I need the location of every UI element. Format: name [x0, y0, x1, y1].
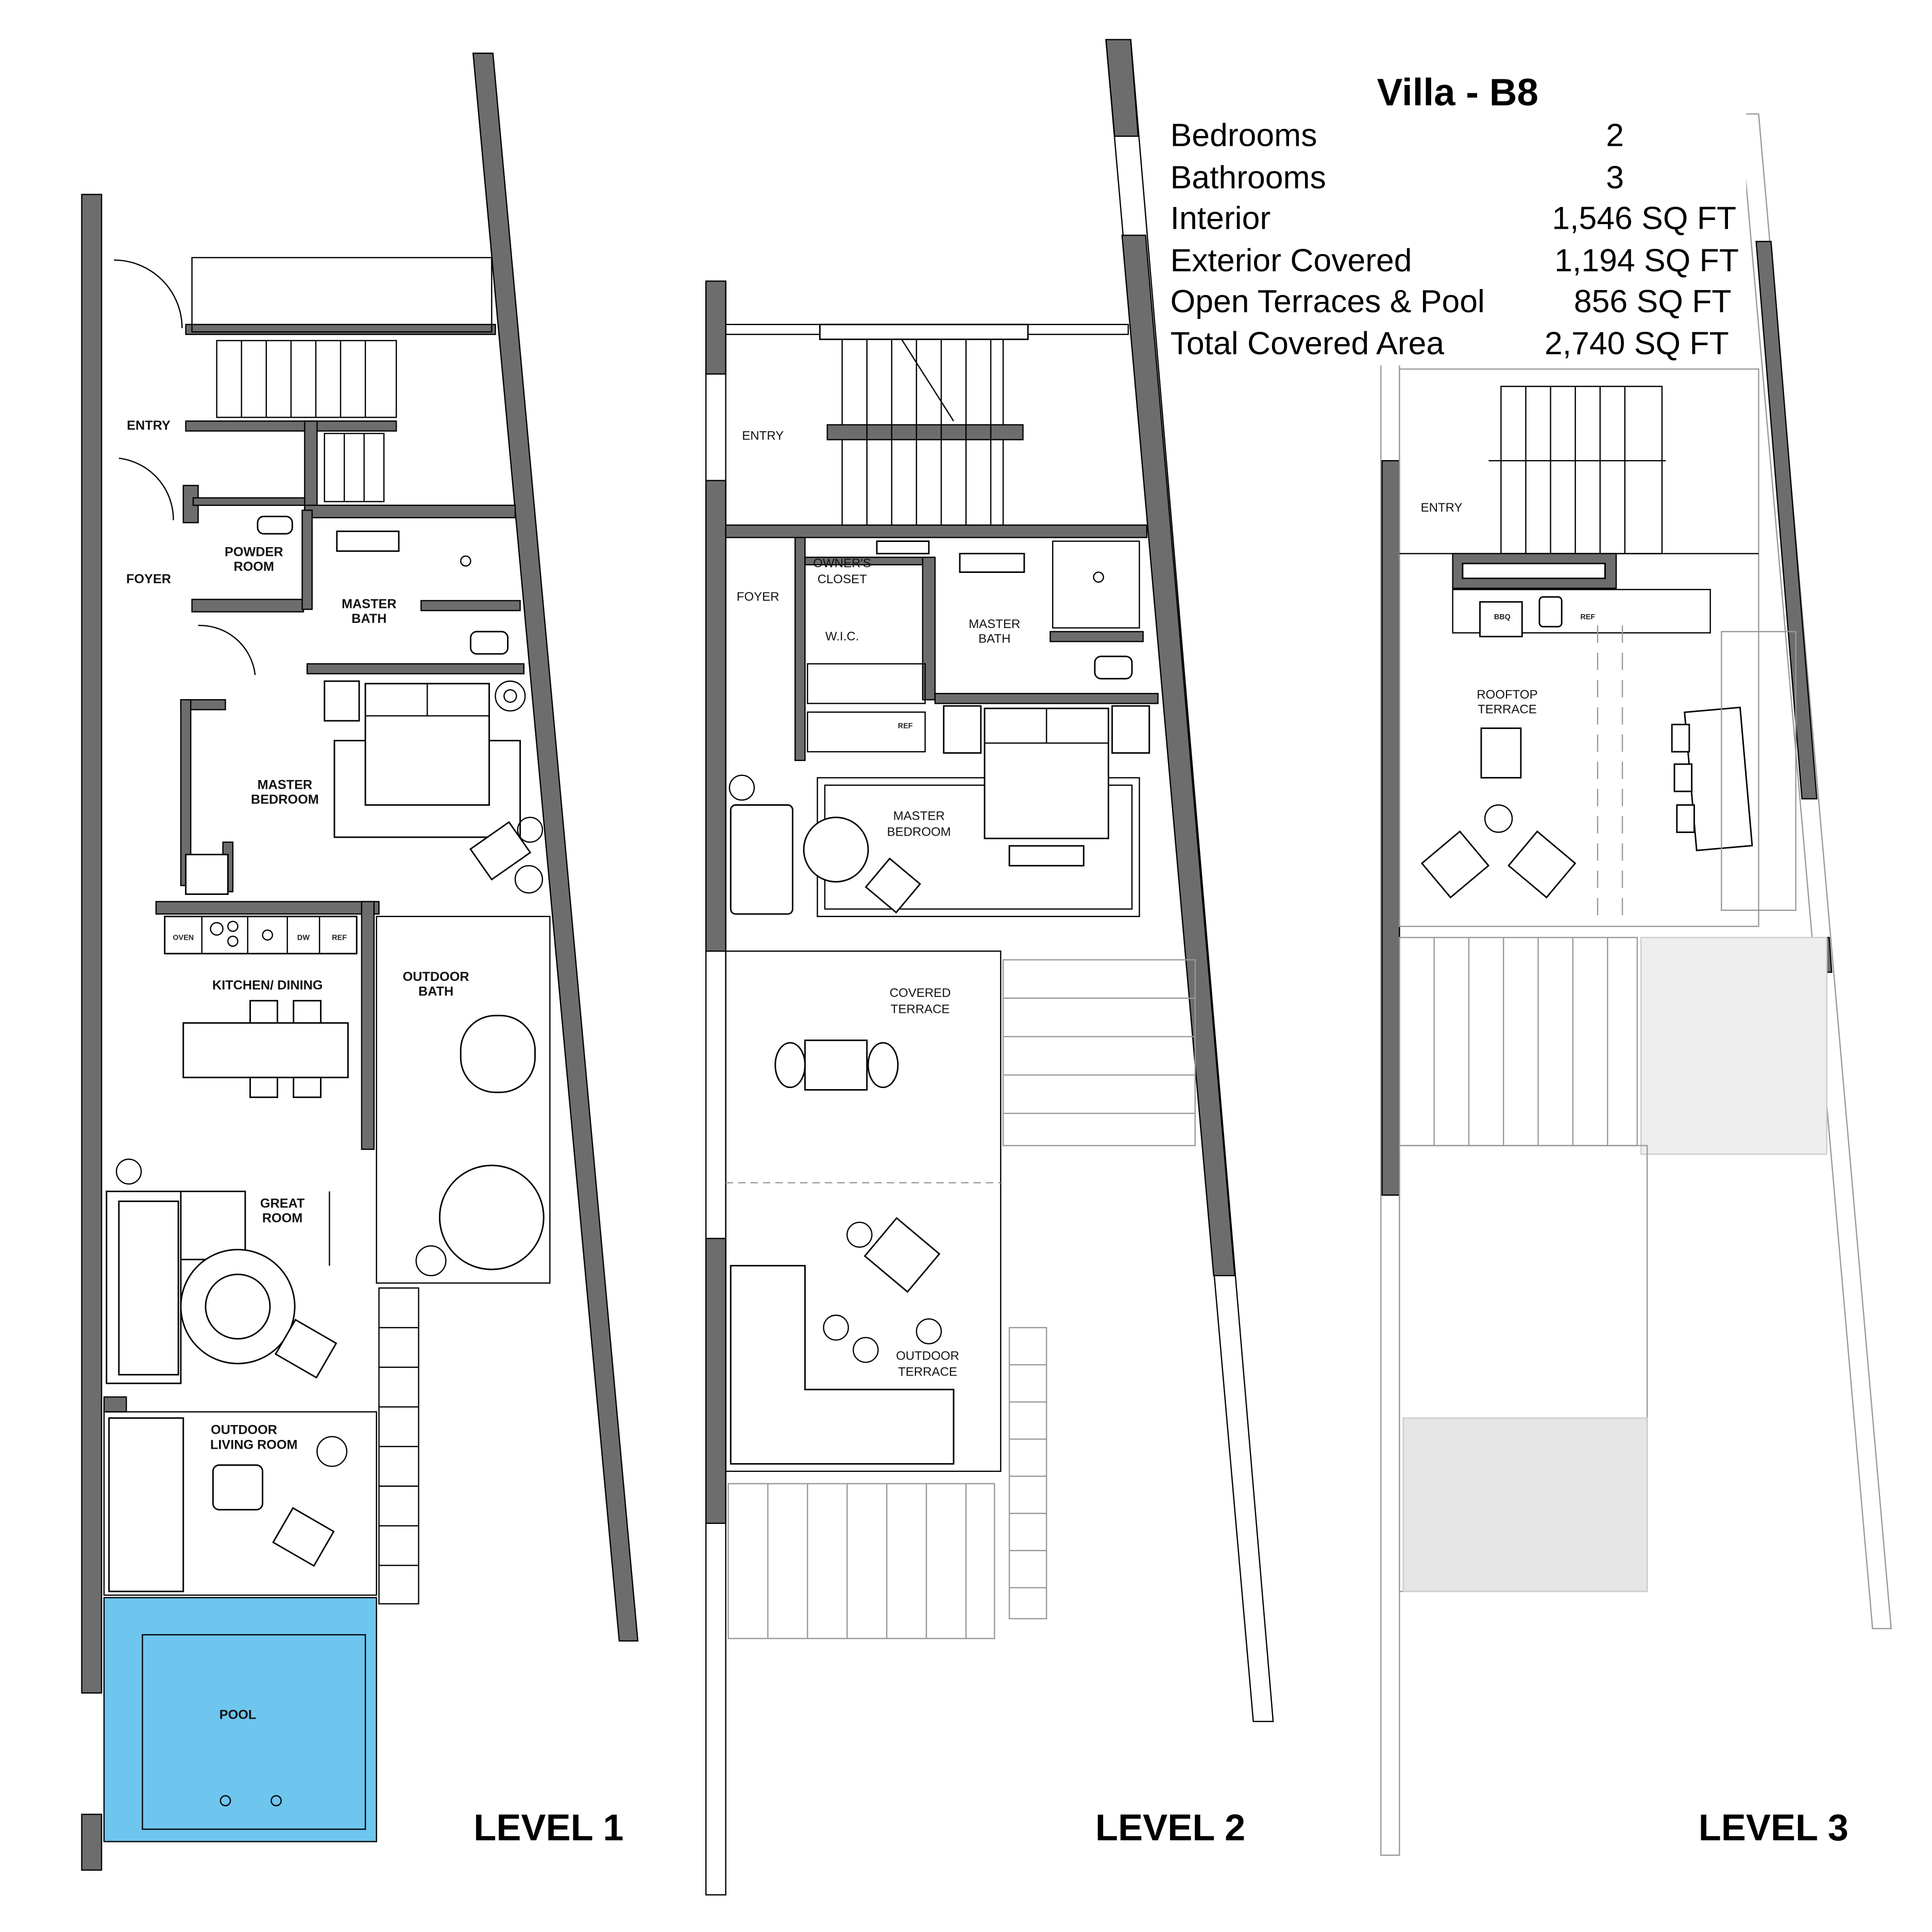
- stat-label: Exterior Covered: [1171, 242, 1412, 278]
- owners-closet-label: OWNER'S: [813, 556, 871, 570]
- wic-label: W.I.C.: [825, 630, 859, 643]
- kitchen-counter: OVEN DW REF: [164, 916, 358, 955]
- west-wall: [81, 194, 103, 1694]
- stat-label: Total Covered Area: [1171, 326, 1445, 362]
- level-2-plan: REF: [705, 39, 1274, 1896]
- stat-value: 2: [1606, 117, 1624, 154]
- level-2-steps: [727, 959, 1196, 1639]
- stat-value: 2,740 SQ FT: [1545, 326, 1729, 362]
- stat-label: Bathrooms: [1171, 159, 1326, 195]
- villa-summary: Villa - B8 Bedrooms 2 Bathrooms 3 Interi…: [1164, 62, 1747, 366]
- stat-label: Open Terraces & Pool: [1171, 283, 1485, 319]
- rooftop-terrace-label-2: TERRACE: [1478, 703, 1537, 717]
- oven-label: OVEN: [173, 934, 194, 942]
- covered-terrace-table: [804, 1039, 868, 1091]
- rooftop-terrace-label: ROOFTOP: [1477, 688, 1537, 702]
- kitchen-dining-label: KITCHEN/ DINING: [212, 978, 323, 993]
- level-2-master-bedroom-label-2: BEDROOM: [887, 825, 951, 839]
- great-room-label: GREAT: [260, 1196, 305, 1211]
- east-wall: [472, 53, 639, 1642]
- bathtub: [460, 1014, 536, 1093]
- master-bath-label: MASTER: [342, 597, 397, 611]
- stat-label: Bedrooms: [1171, 117, 1317, 154]
- stat-label: Interior: [1171, 200, 1271, 236]
- great-room-label-2: ROOM: [262, 1211, 303, 1226]
- level-1-plan: OVEN DW REF ENTRY FOYER POW: [81, 53, 639, 1871]
- level-2-title: LEVEL 2: [1095, 1807, 1245, 1849]
- level-2-master-bath-label-2: BATH: [978, 632, 1010, 646]
- villa-title: Villa - B8: [1377, 71, 1538, 113]
- entry-label: ENTRY: [127, 418, 171, 433]
- level-3-entry-label: ENTRY: [1421, 501, 1463, 515]
- powder-room-label: POWDER: [225, 545, 283, 559]
- level-3-staircase: [1488, 385, 1666, 554]
- pool: [103, 1597, 377, 1842]
- outdoor-living-label: OUTDOOR: [211, 1423, 277, 1437]
- level-3-title: LEVEL 3: [1699, 1807, 1849, 1849]
- level-3-deck: [1399, 937, 1827, 1592]
- refrigerator-label: REF: [332, 934, 347, 942]
- level-2-ref-label: REF: [898, 722, 913, 730]
- master-bed: [185, 680, 544, 895]
- dishwasher-label: DW: [297, 934, 310, 942]
- level-2-east-wall: [1121, 234, 1235, 1277]
- powder-room-label-2: ROOM: [234, 560, 275, 574]
- master-bedroom-label: MASTER: [258, 777, 313, 792]
- level-3-west-wall: [1381, 460, 1400, 1196]
- level-2-master-bath-label: MASTER: [969, 617, 1020, 631]
- outdoor-living-label-2: LIVING ROOM: [210, 1438, 298, 1452]
- stat-value: 1,546 SQ FT: [1552, 200, 1736, 236]
- staircase-1: [216, 340, 397, 502]
- outdoor-terrace-label-2: TERRACE: [898, 1365, 957, 1379]
- outdoor-bath-label-2: BATH: [418, 985, 453, 999]
- level-2-master-bedroom-label: MASTER: [893, 809, 945, 823]
- covered-terrace-label: COVERED: [890, 986, 951, 1000]
- level-2-staircase: [819, 324, 1029, 526]
- level-3-east-wall: [1755, 241, 1818, 800]
- level-2-entry-label: ENTRY: [742, 429, 784, 443]
- great-room-seating: [106, 1158, 337, 1384]
- owners-closet-label-2: CLOSET: [818, 572, 867, 586]
- master-bedroom-label-2: BEDROOM: [251, 792, 319, 807]
- bbq-label: BBQ: [1494, 613, 1511, 621]
- covered-terrace-label-2: TERRACE: [891, 1002, 950, 1016]
- outdoor-terrace-label: OUTDOOR: [896, 1349, 959, 1363]
- level-1-title: LEVEL 1: [473, 1807, 623, 1849]
- stat-value: 3: [1606, 159, 1624, 195]
- level-2-west-wall: [705, 280, 726, 375]
- stat-value: 1,194 SQ FT: [1554, 242, 1739, 278]
- outdoor-bath-label: OUTDOOR: [403, 970, 469, 984]
- level-2-master-bed: [728, 705, 1150, 918]
- master-bath-label-2: BATH: [351, 612, 386, 626]
- level-3-plan: BBQ REF ENTRY ROOFTOP TERRACE LEVEL 3: [1380, 113, 1892, 1856]
- stat-value: 856 SQ FT: [1574, 283, 1732, 319]
- foyer-label: FOYER: [126, 572, 171, 586]
- level-3-ref-label: REF: [1580, 613, 1595, 621]
- pool-label: POOL: [219, 1708, 257, 1722]
- dining-table: [182, 1022, 349, 1078]
- level-2-foyer-label: FOYER: [737, 590, 779, 604]
